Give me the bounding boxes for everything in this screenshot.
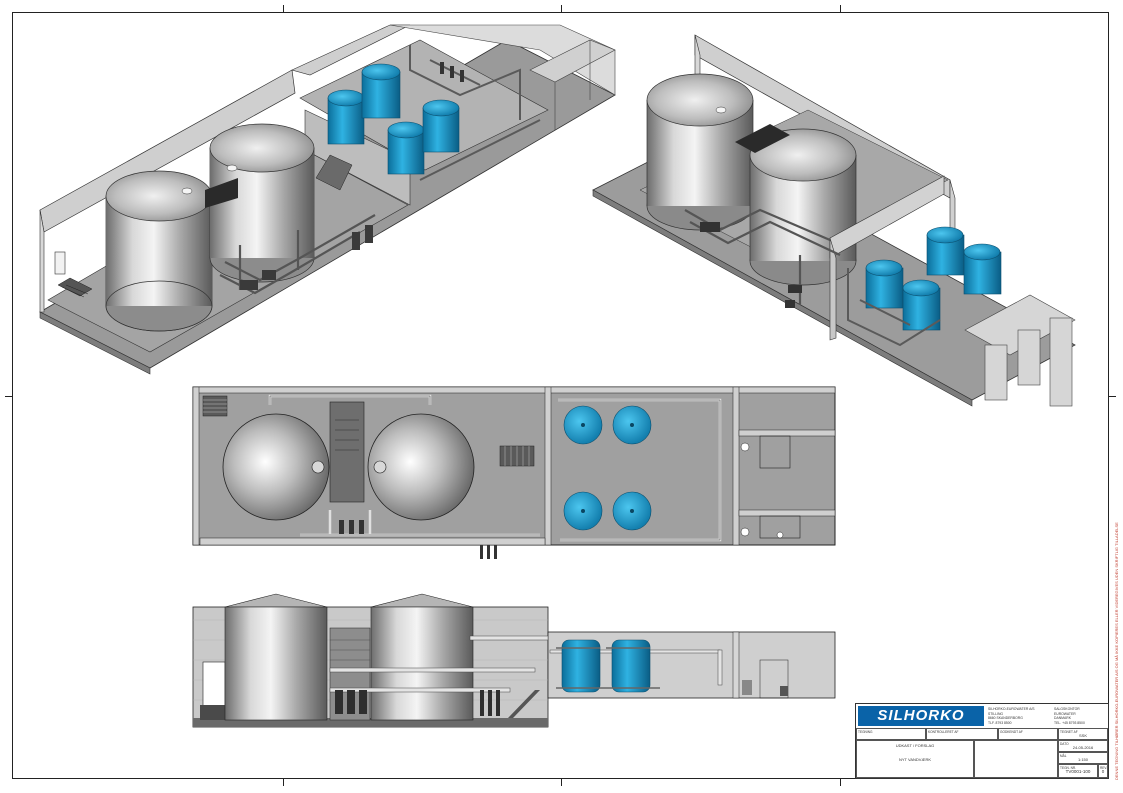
company-logo: SILHORKO — [858, 706, 984, 726]
isometric-view-right — [592, 34, 1076, 407]
drawn-by-label: TEGNET AF — [1060, 730, 1078, 734]
drawing-frame — [12, 12, 1109, 779]
drawn-by-value: SSK — [1078, 733, 1087, 738]
revision-value: 0 — [1101, 769, 1105, 774]
frame-tick — [840, 779, 841, 786]
company-address: SILHORKO-EUROWATER A/S STILLING 8660 SKA… — [988, 707, 1044, 725]
section-view — [192, 593, 836, 728]
revision-cell: REV. 0 — [1098, 764, 1108, 778]
approved-label-cell: GODKENDT AF — [998, 728, 1058, 740]
address-line: SILHORKO-EUROWATER A/S — [988, 707, 1035, 711]
drawing-title-2: NYT VANDVÆRK — [898, 757, 932, 762]
address-line: DANMARK — [1054, 716, 1071, 721]
drawn-by-cell: TEGNET AF SSK — [1058, 728, 1108, 740]
frame-tick — [283, 5, 284, 12]
scale-cell: MÅL 1:150 — [1058, 752, 1108, 764]
date-value: 24-05-2016 — [1072, 745, 1094, 750]
date-cell: DATO 24-05-2016 — [1058, 740, 1108, 752]
approved-label: GODKENDT AF — [1000, 730, 1023, 734]
title-cell: UDKAST / FORSLAG NYT VANDVÆRK — [856, 740, 974, 778]
copyright-note: DENNE TEGNING TILHØRER SILHORKO-EUROWATE… — [1114, 522, 1119, 780]
blank-cell — [974, 740, 1058, 778]
isometric-view-left — [39, 24, 616, 375]
address-line: SALGSKONTOR — [1054, 707, 1080, 711]
address-line: TEL. +45 8793 8500 — [1054, 720, 1085, 725]
frame-tick — [283, 779, 284, 786]
address-line: TLF. 8793 8500 — [988, 720, 1012, 725]
scale-label: MÅL — [1060, 754, 1067, 758]
address-line: STILLING — [988, 711, 1004, 716]
plan-view — [192, 386, 836, 559]
controlled-label-cell: KONTROLLERET AF — [926, 728, 998, 740]
drawing-title-1: UDKAST / FORSLAG — [895, 743, 935, 748]
frame-tick — [5, 396, 12, 397]
frame-tick — [561, 779, 562, 786]
date-label: DATO — [1060, 742, 1069, 746]
address-line: 8660 SKANDERBORG — [988, 716, 1023, 721]
sales-office-address: SALGSKONTOR EUROWATER DANMARK TEL. +45 8… — [1054, 707, 1108, 725]
address-line: EUROWATER — [1054, 711, 1076, 716]
drawing-number: TV0001-100 — [1065, 769, 1091, 774]
frame-tick — [561, 5, 562, 12]
frame-tick — [1109, 396, 1116, 397]
revision-label: REV. — [1100, 766, 1108, 770]
number-label: TEGN. NR. — [1060, 766, 1077, 770]
title-block: SILHORKO SILHORKO-EUROWATER A/S STILLING… — [855, 703, 1109, 779]
number-cell: TEGN. NR. TV0001-100 — [1058, 764, 1098, 778]
controlled-label: KONTROLLERET AF — [928, 730, 959, 734]
scale-value: 1:150 — [1077, 757, 1088, 762]
frame-tick — [840, 5, 841, 12]
drawing-label-cell: TEGNING — [856, 728, 926, 740]
drawing-label: TEGNING — [858, 730, 873, 734]
